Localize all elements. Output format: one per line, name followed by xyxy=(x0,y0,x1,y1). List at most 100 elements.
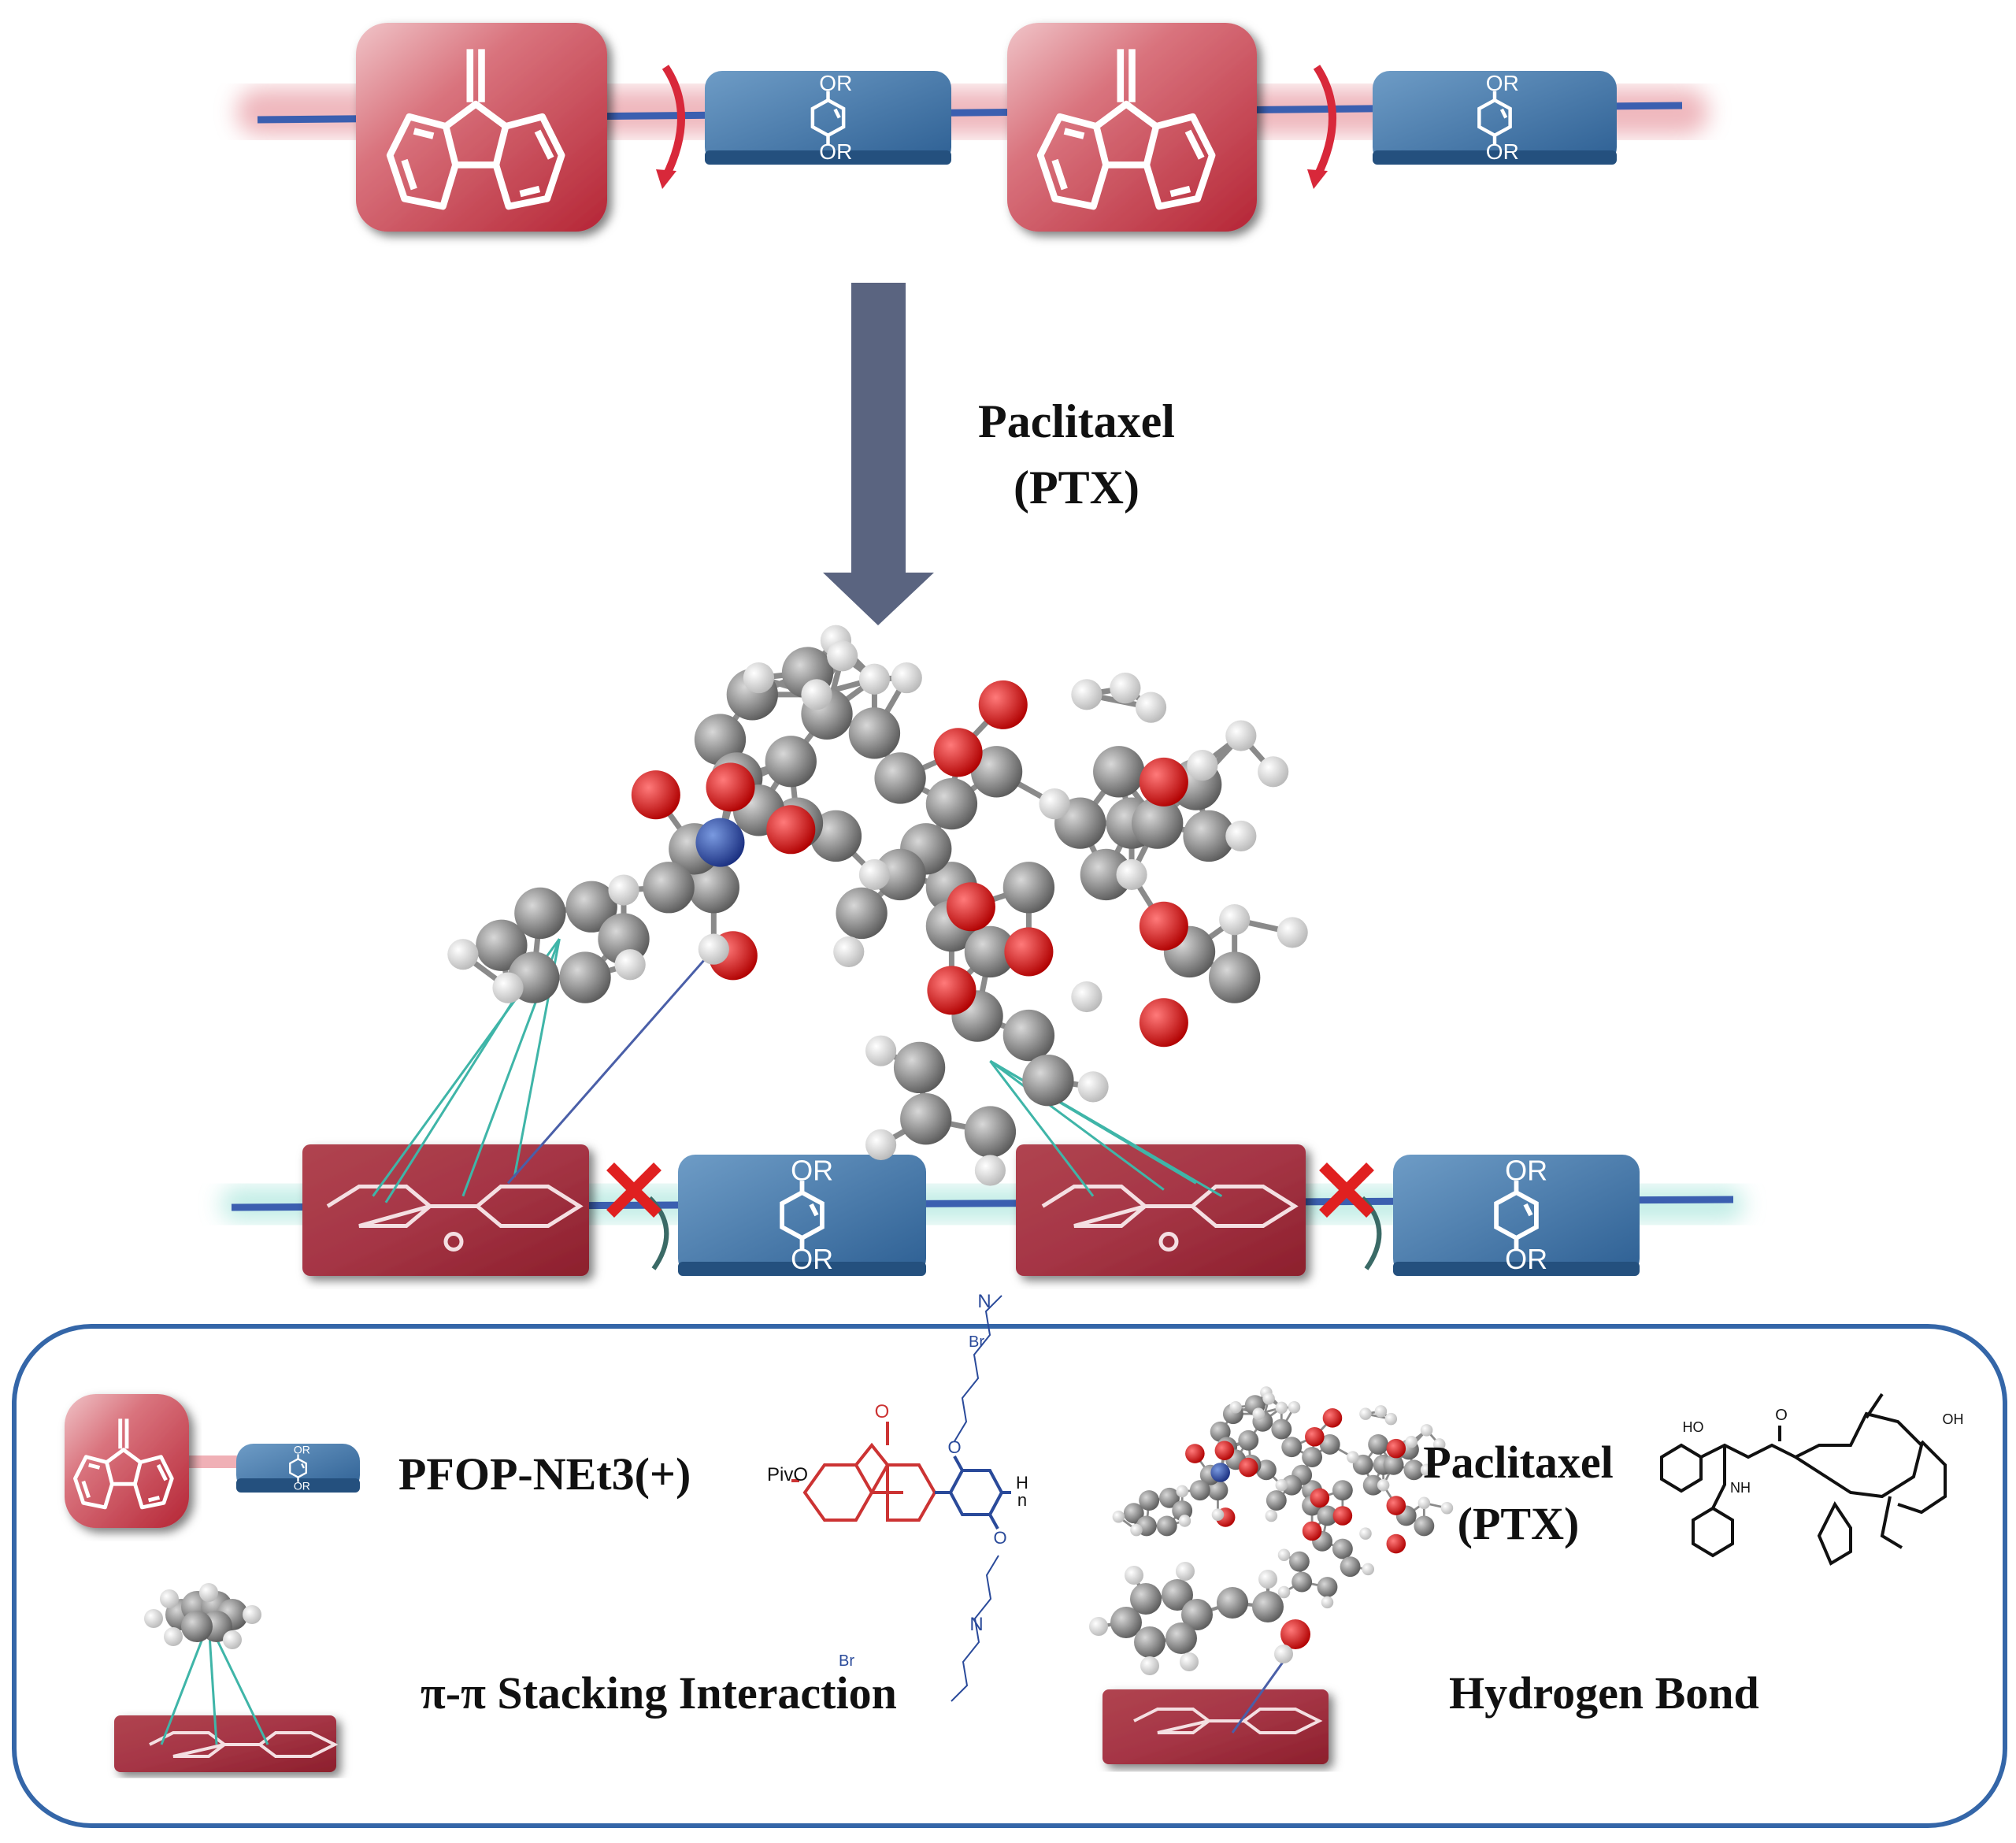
carbon-atom xyxy=(1292,1571,1313,1593)
oxygen-atom xyxy=(1386,1496,1406,1515)
hydrogen-atom xyxy=(1277,1548,1291,1562)
hydrogen-atom xyxy=(608,874,639,906)
phenylene-unit-edge xyxy=(236,1478,360,1493)
hydrogen-atom xyxy=(1277,917,1308,948)
oxygen-atom xyxy=(927,966,976,1015)
carbon-atom xyxy=(1362,1474,1384,1496)
carbon-atom xyxy=(1162,1579,1193,1611)
hydrogen-atom xyxy=(1275,1478,1288,1492)
hydrogen-atom xyxy=(1125,1566,1143,1585)
hydrogen-atom xyxy=(1374,1405,1388,1418)
hydrogen-atom xyxy=(1274,1645,1293,1663)
oxygen-atom xyxy=(1004,927,1054,977)
or-label-top: OR xyxy=(819,71,852,95)
carbon-atom xyxy=(1271,1418,1292,1440)
reaction-arrow xyxy=(823,283,934,625)
carbon-atom xyxy=(1183,810,1235,862)
hydrogen-atom xyxy=(1225,820,1257,852)
carbon-atom xyxy=(1110,1607,1142,1638)
carbon-atom xyxy=(1002,862,1055,914)
hydrogen-atom xyxy=(1176,1562,1195,1581)
rotation-arrowhead-icon xyxy=(1307,169,1328,189)
hydrogen-atom xyxy=(1112,1511,1125,1523)
hydrogen-atom xyxy=(1418,1496,1431,1510)
oxygen-atom xyxy=(946,882,995,932)
legend-paclitaxel-model xyxy=(1112,1386,1454,1609)
carbon-atom xyxy=(1217,1587,1248,1619)
reagent-label: Paclitaxel (PTX) xyxy=(978,388,1175,521)
oxygen-atom xyxy=(1214,1441,1235,1460)
carbon-atom xyxy=(1332,1538,1353,1559)
hydrogen-atom xyxy=(1275,1401,1288,1415)
oxygen-atom xyxy=(1280,1619,1310,1649)
benzene-model xyxy=(144,1583,261,1649)
bromide-label-bottom: Br xyxy=(839,1652,854,1670)
hydrogen-atom xyxy=(1440,1502,1454,1515)
carbon-atom xyxy=(1123,1503,1144,1524)
ammonium-n-bottom: N xyxy=(969,1614,983,1635)
hydrogen-atom xyxy=(1321,1596,1334,1609)
carbon-atom xyxy=(925,777,978,830)
phenylene-skeleton xyxy=(935,1455,1011,1530)
blocked-rotation-x-icon xyxy=(606,1163,662,1218)
oxygen-atom xyxy=(631,770,680,820)
hydrogen-atom xyxy=(243,1605,261,1624)
carbon-atom xyxy=(1317,1577,1338,1597)
carbon-atom xyxy=(1288,1551,1310,1572)
hydrogen-atom xyxy=(1178,1515,1191,1527)
bromide-label-top: Br xyxy=(969,1333,984,1351)
carbon-atom xyxy=(1281,1437,1303,1458)
hydrogen-atom xyxy=(1258,756,1289,788)
amide-label: NH xyxy=(1730,1480,1751,1496)
hydrogen-atom xyxy=(865,1129,897,1160)
phenyl-hydroxyl-model xyxy=(1089,1562,1310,1675)
legend-hydrogen-bond-graphic xyxy=(1089,1562,1329,1764)
or-label-bottom: OR xyxy=(294,1480,310,1493)
carbon-atom xyxy=(1266,1490,1287,1511)
carbon-atom xyxy=(181,1611,213,1642)
carbon-atom xyxy=(1181,1599,1213,1630)
hydrogen-atom xyxy=(858,858,891,891)
hydrogen-atom xyxy=(1359,1527,1372,1540)
hydrogen-bond-line xyxy=(1231,1649,1293,1734)
carbon-atom xyxy=(1209,951,1261,1003)
carbon-atom xyxy=(1093,746,1145,798)
fluorenone-rings xyxy=(149,1731,339,1758)
pivo-label: PivO xyxy=(767,1464,808,1485)
carbon-atom xyxy=(694,714,747,766)
pfop-structure xyxy=(791,1295,1011,1702)
ketone-oxygen-label: O xyxy=(875,1401,890,1422)
phenylene-unit xyxy=(678,1155,926,1276)
legend-drug-name: Paclitaxel xyxy=(1423,1437,1614,1488)
carbon-atom xyxy=(1414,1515,1435,1537)
carbon-atom xyxy=(900,1093,952,1145)
hydrogen-atom xyxy=(833,936,865,968)
hexyl-chains xyxy=(951,1295,1002,1702)
paclitaxel-3d-model xyxy=(447,625,1308,1186)
hydrogen-atom xyxy=(1432,1438,1446,1451)
hydrogen-atom xyxy=(1384,1412,1398,1426)
or-label-top: OR xyxy=(294,1444,310,1456)
hydrogen-atom xyxy=(698,933,729,965)
fluorenone-unit xyxy=(65,1394,189,1528)
hydrogen-atom xyxy=(1110,673,1141,704)
or-label-top: OR xyxy=(1505,1154,1547,1186)
hydrogen-atom xyxy=(1180,1652,1199,1671)
fluorenone-unit xyxy=(356,23,607,232)
ether-oxygen-label-bottom: O xyxy=(993,1528,1006,1548)
fluorenone-structure-icon xyxy=(326,1185,584,1252)
hydrogen-atom xyxy=(223,1630,242,1649)
repeat-n-label: n xyxy=(1017,1490,1027,1510)
fluorenone-unit xyxy=(1007,23,1257,232)
hydrogen-atom xyxy=(865,1035,897,1066)
oxygen-atom xyxy=(1238,1457,1258,1478)
oxygen-atom xyxy=(1305,1426,1325,1447)
carbon-atom xyxy=(1139,1490,1160,1511)
legend-pi-stacking-label: π-π Stacking Interaction xyxy=(421,1667,897,1719)
ether-oxygen-label-top: O xyxy=(947,1437,961,1457)
hydrogen-atom xyxy=(1362,1563,1374,1576)
hydrogen-atom xyxy=(1262,1392,1275,1405)
hydrogen-atom xyxy=(891,662,922,694)
carbon-atom xyxy=(1368,1434,1389,1455)
